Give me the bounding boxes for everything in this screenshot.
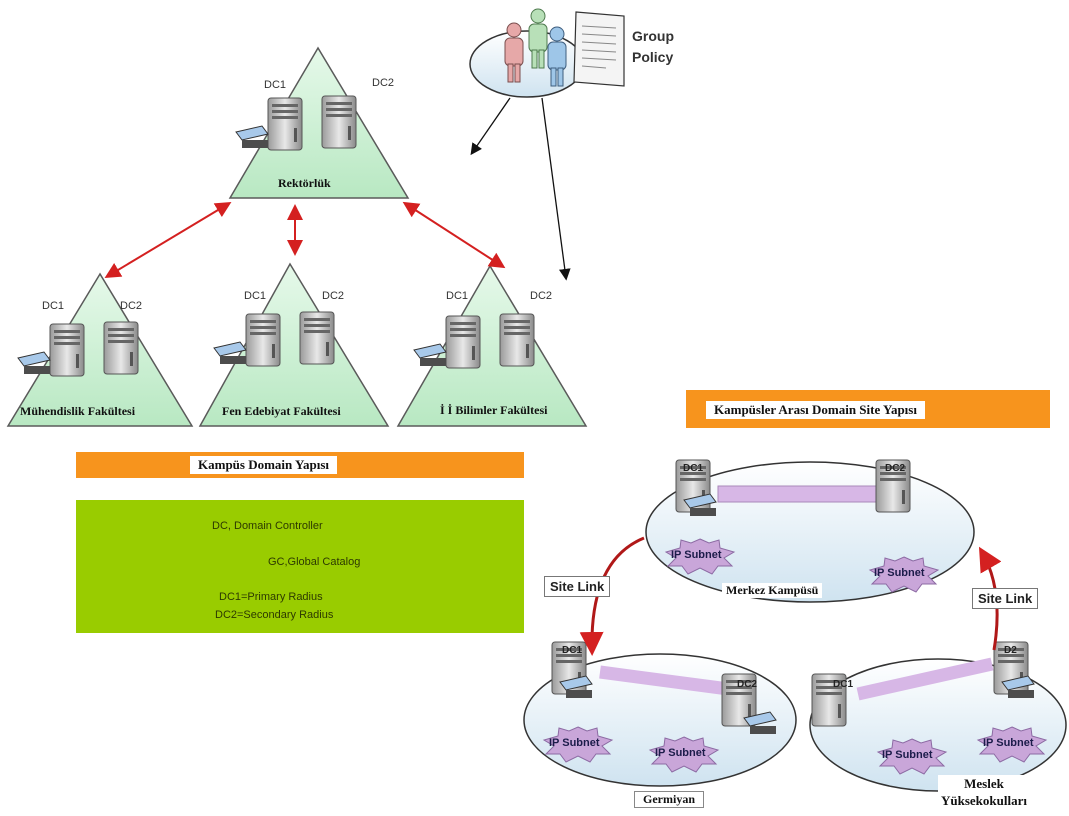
policy-arrow-iibf [541,97,571,281]
fen-edebiyat-triangle [198,262,390,427]
germiyan-dc-right: DC2 [737,679,758,690]
group-policy-label: Group Policy [632,26,674,68]
fen-dc1: DC1 [244,290,267,302]
group-policy-line1: Group [632,28,674,44]
site-structure-title: Kampüsler Arası Domain Site Yapısı [706,401,925,419]
link-rektorluk-muhendislik [104,201,232,279]
site-link-left: Site Link [544,576,611,597]
meslek-dc-right: D2 [1004,645,1017,656]
germiyan-subnet-1: IP Subnet [549,737,600,749]
merkez-dc-right: DC2 [885,463,906,474]
legend-gc: GC,Global Catalog [268,556,361,568]
germiyan-pipe [599,665,737,697]
meslek-dc-left: DC1 [833,679,854,690]
meslek-name-line2: Yüksekokulları [941,793,1027,808]
iibf-dc2: DC2 [530,290,553,302]
legend-dc2: DC2=Secondary Radius [215,609,334,621]
fen-name: Fen Edebiyat Fakültesi [222,404,341,418]
germiyan-name: Germiyan [634,791,704,808]
muhendislik-dc1: DC1 [42,300,65,312]
rektorluk-name: Rektörlük [278,176,331,190]
muhendislik-name: Mühendislik Fakültesi [20,404,136,418]
iibf-triangle [396,264,588,427]
meslek-subnet-2: IP Subnet [983,737,1034,749]
merkez-subnet-2: IP Subnet [874,567,925,579]
rektorluk-dc1: DC1 [264,79,287,91]
legend-dc1: DC1=Primary Radius [219,591,323,603]
rektorluk-dc2: DC2 [372,77,395,89]
meslek-pipe [856,657,994,701]
merkez-subnet-1: IP Subnet [671,549,722,561]
legend-dc: DC, Domain Controller [212,520,323,532]
fen-dc2: DC2 [322,290,345,302]
link-rektorluk-iibf [402,201,506,269]
group-policy-line2: Policy [632,49,674,65]
policy-arrow-rektorluk [470,97,511,156]
muhendislik-dc2: DC2 [120,300,143,312]
group-policy-icon [469,8,625,98]
campus-domain-title: Kampüs Domain Yapısı [190,456,337,474]
germiyan-subnet-2: IP Subnet [655,747,706,759]
merkez-dc-left: DC1 [683,463,704,474]
meslek-subnet-1: IP Subnet [882,749,933,761]
meslek-name: Meslek Yüksekokulları [938,775,1030,809]
merkez-name: Merkez Kampüsü [722,583,823,598]
iibf-name: İ İ Bilimler Fakültesi [440,403,548,417]
germiyan-dc-left: DC1 [562,645,583,656]
iibf-dc1: DC1 [446,290,469,302]
merkez-pipe [717,485,881,503]
legend-box: DC, Domain Controller GC,Global Catalog … [76,500,524,633]
site-link-right: Site Link [972,588,1039,609]
meslek-name-line1: Meslek [964,776,1004,791]
